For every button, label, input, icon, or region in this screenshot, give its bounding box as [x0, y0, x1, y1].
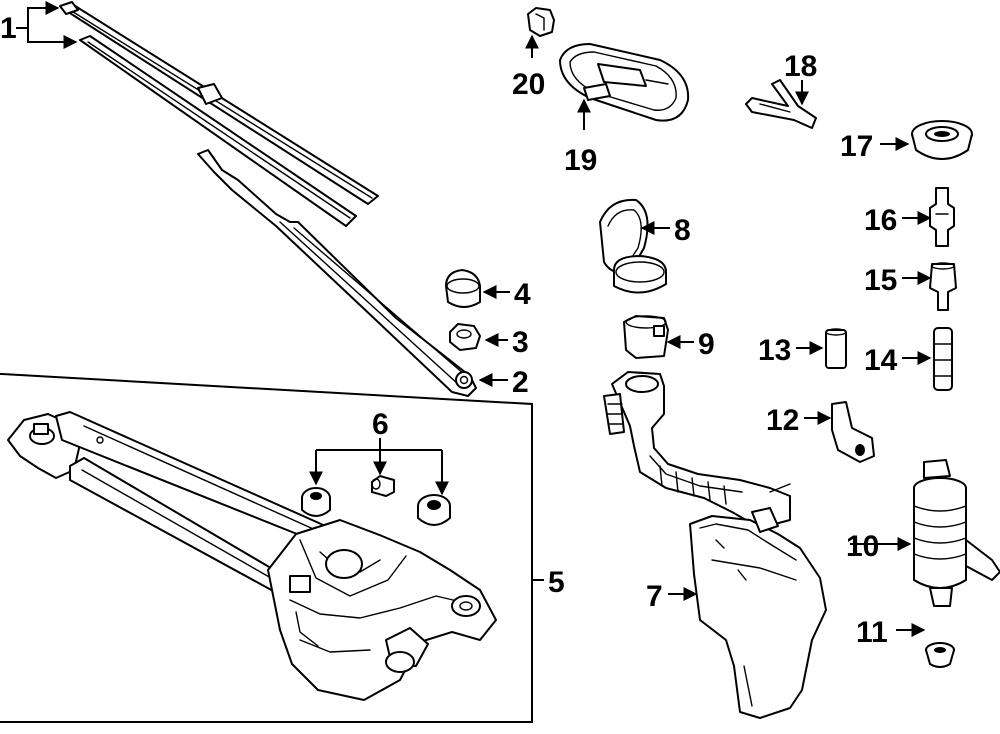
reservoir-filler-cap: [599, 198, 667, 294]
callout-20: 20: [512, 68, 545, 101]
wiper-linkage-motor: [7, 411, 497, 701]
grommet-left: [301, 487, 331, 517]
hose-connector-15: [929, 262, 957, 311]
arm-cap: [445, 269, 481, 308]
callout-18: 18: [784, 50, 817, 83]
hose-sleeve-13: [825, 328, 847, 369]
washer-pump: [913, 459, 1000, 607]
washer-nozzle: [559, 43, 690, 122]
callout-7: 7: [646, 580, 663, 613]
grommet-right: [417, 494, 451, 526]
callout-14: 14: [864, 344, 898, 377]
callout-6: 6: [372, 408, 389, 441]
callout-4: 4: [514, 278, 531, 311]
hose-y-connector: [745, 79, 817, 129]
callout-9: 9: [698, 328, 715, 361]
washer-reservoir: [603, 371, 827, 719]
callout-8: 8: [674, 214, 691, 247]
hose-connector-14: [933, 327, 953, 391]
callout-10: 10: [846, 530, 879, 563]
hose-connector-16: [929, 187, 955, 247]
hose-elbow: [831, 401, 875, 463]
pump-grommet: [911, 120, 973, 160]
callout-19: 19: [564, 144, 597, 177]
callout-3: 3: [512, 326, 529, 359]
leader-lines: [16, 1, 932, 637]
callout-5: 5: [548, 566, 565, 599]
pump-seal: [925, 642, 955, 668]
grommet-center: [371, 475, 395, 497]
callout-13: 13: [758, 334, 791, 367]
callout-17: 17: [840, 130, 873, 163]
wiper-arm: [197, 149, 477, 397]
wiper-blade-lower: [79, 35, 357, 227]
linkage-assembly-frame: [0, 373, 533, 723]
callout-1: 1: [0, 12, 17, 45]
callout-2: 2: [512, 366, 529, 399]
callout-11: 11: [856, 616, 888, 649]
callout-15: 15: [864, 264, 897, 297]
nozzle-clip: [527, 7, 555, 37]
callout-16: 16: [864, 204, 897, 237]
callout-12: 12: [766, 404, 799, 437]
filler-neck-clamp: [623, 315, 669, 359]
wiper-blade-upper: [59, 1, 379, 205]
arm-nut: [449, 323, 481, 351]
